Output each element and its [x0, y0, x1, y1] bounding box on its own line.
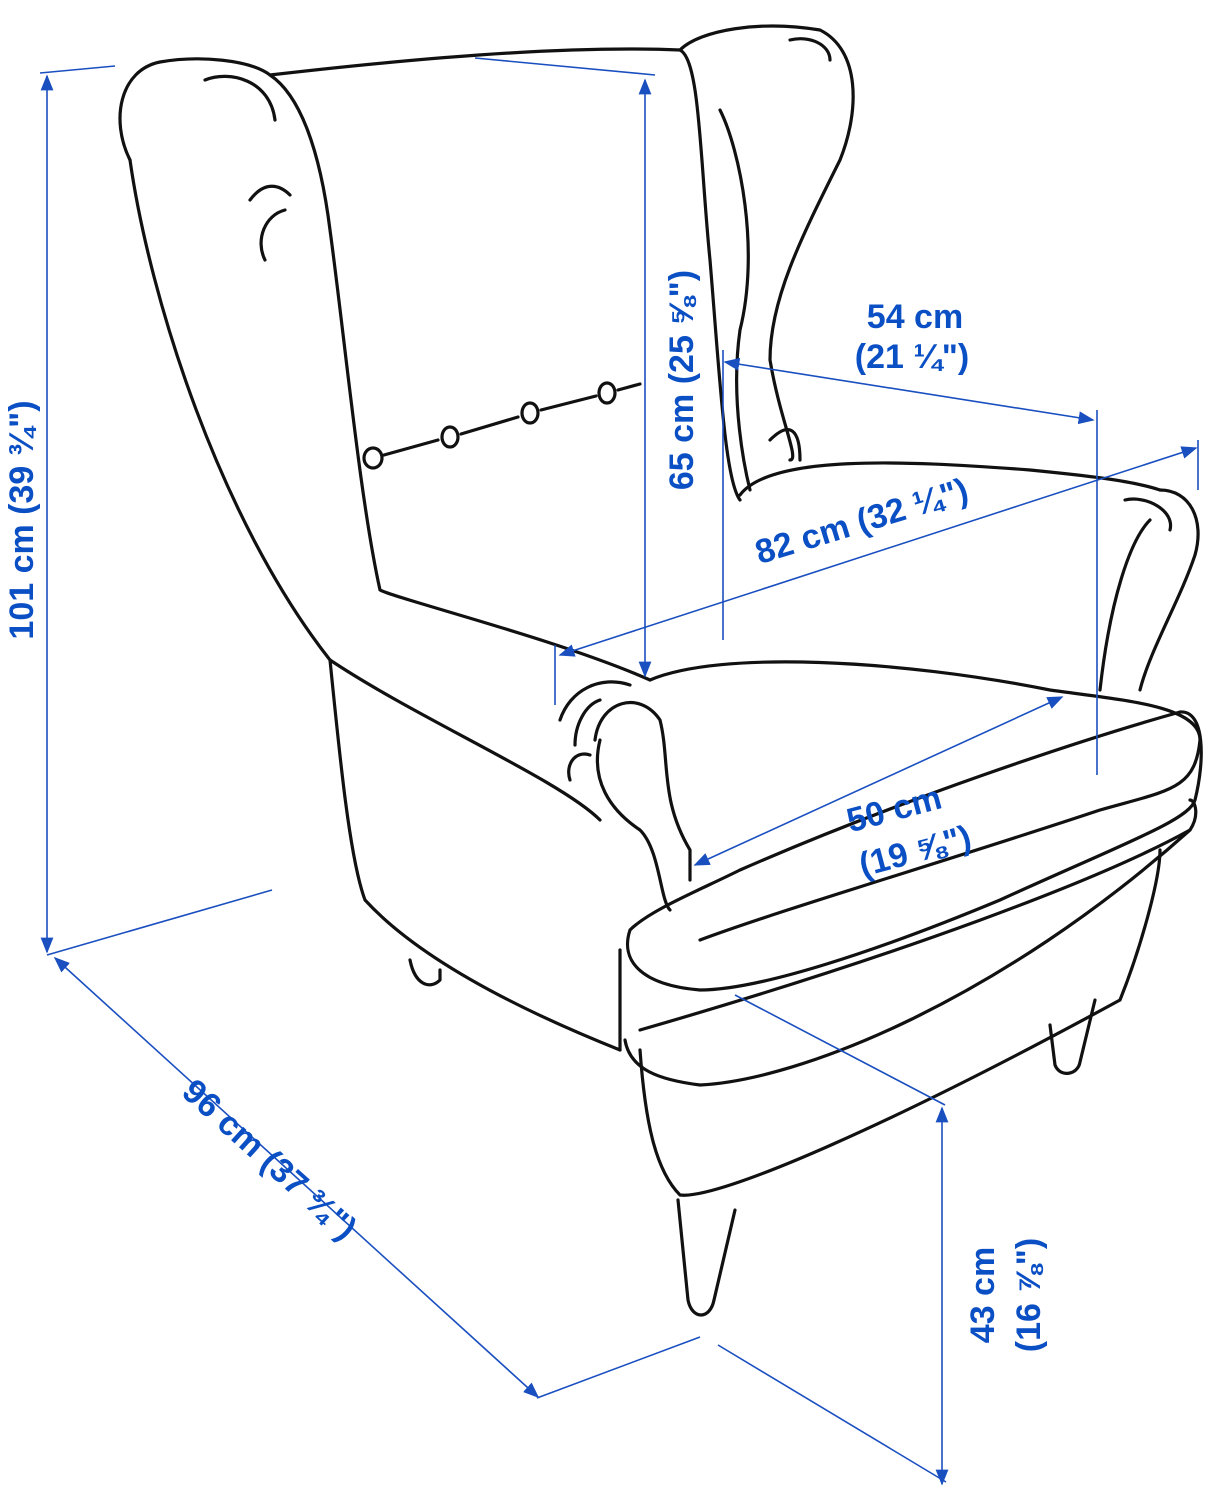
- label-seat-width-inner-metric: 54 cm: [867, 298, 963, 336]
- dimension-lines: [39, 57, 1199, 1486]
- dim-line-depth: [53, 956, 540, 1399]
- leg-front-right: [1048, 998, 1097, 1075]
- right-wing: [678, 24, 855, 462]
- label-back-height: 65 cm (25 ⅝"): [663, 270, 701, 490]
- dimension-labels: 101 cm (39 ¾") 65 cm (25 ⅝") 54 cm (21 ¼…: [3, 270, 1048, 1352]
- dim-line-width: [558, 446, 1198, 657]
- label-depth: 96 cm (37 ¾"): [175, 1072, 364, 1248]
- tufting-button: [597, 381, 617, 405]
- tufting-button: [362, 446, 384, 470]
- dim-line-seat-width: [693, 696, 1064, 866]
- tufting-button: [440, 425, 460, 449]
- chair-side: [328, 658, 622, 1052]
- leg-back-left: [408, 958, 442, 987]
- leg-front-left: [676, 1198, 737, 1317]
- label-seat-width-inner-imperial: (21 ¼"): [855, 338, 969, 376]
- label-seat-height-metric: 43 cm: [964, 1247, 1002, 1343]
- left-wing-inner: [128, 158, 602, 822]
- tufting-button: [520, 401, 540, 425]
- chair-drawing: [118, 24, 1203, 1317]
- label-height: 101 cm (39 ¾"): [3, 400, 41, 639]
- backrest: [268, 47, 742, 502]
- label-seat-height-imperial: (16 ⅞"): [1010, 1238, 1048, 1352]
- dim-line-seat-width-inner: [723, 357, 1095, 425]
- left-wing: [118, 57, 652, 682]
- left-arm: [593, 701, 692, 882]
